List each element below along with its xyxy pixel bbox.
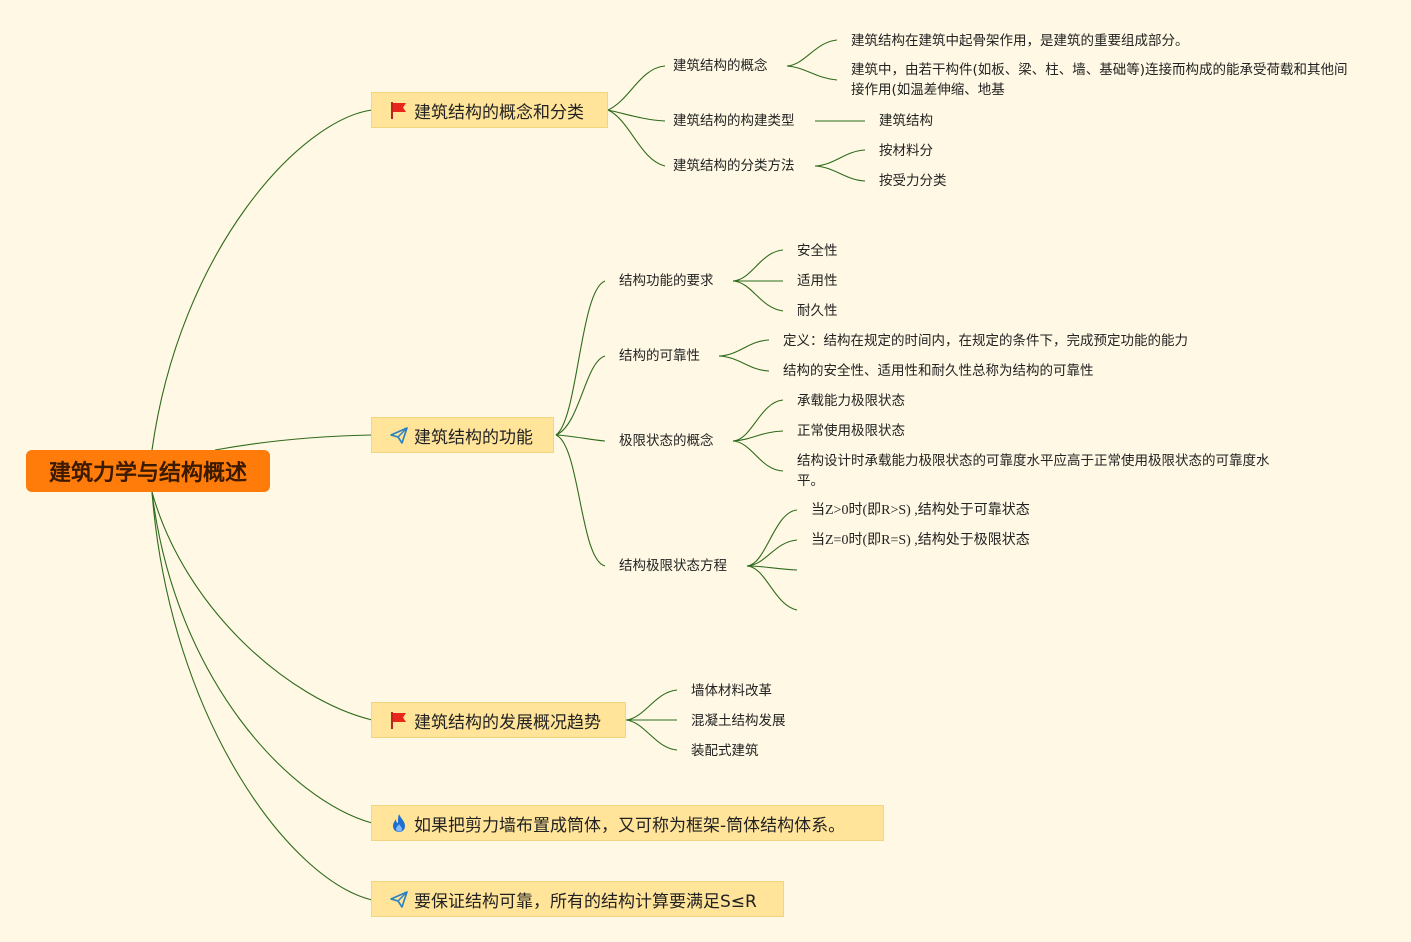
topic-reliability-condition[interactable]: 要保证结构可靠，所有的结构计算要满足S≤R	[371, 881, 784, 917]
paper-plane-icon	[388, 424, 410, 446]
link-root-topic1	[151, 109, 373, 451]
leaf-item[interactable]: 定义：结构在规定的时间内，在规定的条件下，完成预定功能的能力	[783, 333, 1188, 349]
leaf-item[interactable]: 安全性	[797, 243, 838, 259]
topic-label: 如果把剪力墙布置成筒体，又可称为框架-筒体结构体系。	[414, 815, 846, 836]
leaf-item[interactable]: 正常使用极限状态	[797, 423, 905, 439]
leaf-item[interactable]: 耐久性	[797, 303, 838, 319]
leaf-item[interactable]: 当Z=0时(即R=S) ,结构处于极限状态	[811, 533, 1030, 548]
leaf-item[interactable]: 承载能力极限状态	[797, 393, 905, 409]
leaf-item[interactable]: 结构的安全性、适用性和耐久性总称为结构的可靠性	[783, 363, 1094, 379]
link-root-topic2	[214, 434, 373, 451]
leaf-item[interactable]: 装配式建筑	[691, 743, 759, 759]
topic-label: 建筑结构的功能	[414, 427, 533, 448]
subtopic-limit-state-equation[interactable]: 结构极限状态方程	[619, 558, 727, 574]
topic-label: 要保证结构可靠，所有的结构计算要满足S≤R	[414, 891, 757, 912]
red-flag-icon	[388, 99, 410, 121]
leaf-item[interactable]: 按材料分	[879, 143, 933, 159]
topic-frame-tube-note[interactable]: 如果把剪力墙布置成筒体，又可称为框架-筒体结构体系。	[371, 805, 884, 841]
leaf-item[interactable]: 适用性	[797, 273, 838, 289]
leaf-item[interactable]: 建筑结构	[879, 113, 933, 129]
leaf-item[interactable]: 建筑结构在建筑中起骨架作用，是建筑的重要组成部分。	[851, 33, 1189, 49]
subtopic-construct-type[interactable]: 建筑结构的构建类型	[673, 113, 795, 129]
topic-label: 建筑结构的发展概况趋势	[414, 712, 601, 733]
fire-icon	[388, 812, 410, 834]
root-node[interactable]: 建筑力学与结构概述	[26, 450, 270, 492]
link-root-topic5	[151, 491, 373, 901]
topic-label: 建筑结构的概念和分类	[414, 102, 584, 123]
leaf-item[interactable]: 当Z>0时(即R>S) ,结构处于可靠状态	[811, 503, 1030, 518]
paper-plane-icon	[388, 888, 410, 910]
leaf-item[interactable]: 混凝土结构发展	[691, 713, 786, 729]
topic-concept-classification[interactable]: 建筑结构的概念和分类	[371, 92, 608, 128]
topic-development-trend[interactable]: 建筑结构的发展概况趋势	[371, 702, 626, 738]
leaf-item[interactable]: 结构设计时承载能力极限状态的可靠度水平应高于正常使用极限状态的可靠度水平。	[797, 453, 1270, 489]
subtopic-classification-method[interactable]: 建筑结构的分类方法	[673, 158, 795, 174]
subtopic-concept[interactable]: 建筑结构的概念	[673, 58, 768, 74]
subtopic-limit-state-concept[interactable]: 极限状态的概念	[619, 433, 714, 449]
leaf-item[interactable]: 建筑中，由若干构件(如板、梁、柱、墙、基础等)连接而构成的能承受荷载和其他间接作…	[851, 62, 1348, 98]
red-flag-icon	[388, 709, 410, 731]
subtopic-reliability[interactable]: 结构的可靠性	[619, 348, 700, 364]
topic-structure-function[interactable]: 建筑结构的功能	[371, 417, 554, 453]
link-root-topic4	[151, 491, 373, 824]
leaf-item[interactable]: 墙体材料改革	[691, 683, 772, 699]
link-root-topic3	[151, 491, 373, 721]
leaf-item[interactable]: 按受力分类	[879, 173, 947, 189]
subtopic-function-requirements[interactable]: 结构功能的要求	[619, 273, 714, 289]
